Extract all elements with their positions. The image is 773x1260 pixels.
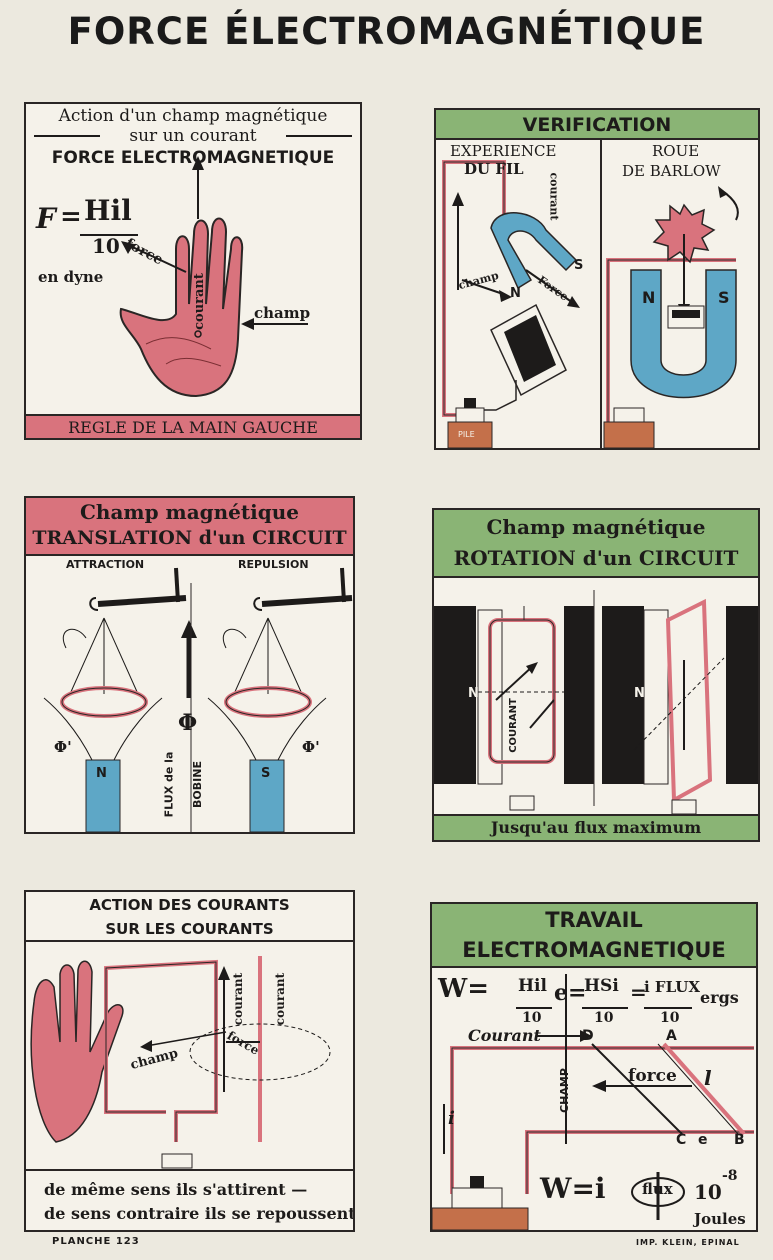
- flux-label: FLUX de la: [162, 751, 176, 818]
- formula-num1: Hil: [518, 976, 547, 996]
- phi-big-label: Φ: [178, 710, 198, 736]
- barlow-n-label: N: [642, 288, 656, 307]
- formula-numerator: Hil: [84, 194, 132, 227]
- attraction-label: ATTRACTION: [66, 558, 145, 571]
- left-hand-illustration: [34, 135, 352, 398]
- panel5-title-line2: SUR LES COURANTS: [105, 920, 274, 938]
- phi-left-label: Φ': [54, 738, 72, 756]
- panel-action-courants: ACTION DES COURANTS SUR LES COURANTS cou…: [24, 890, 355, 1232]
- rotation-illustration: [434, 590, 758, 815]
- courant2-label: courant: [273, 972, 288, 1026]
- translation-illustration: [43, 567, 353, 832]
- panel4-title-line1: Champ magnétique: [486, 515, 706, 539]
- panel3-title-line1: Champ magnétique: [80, 500, 299, 524]
- panel-rotation-circuit: Champ magnétique ROTATION d'un CIRCUIT N…: [432, 508, 760, 842]
- panel4-title-line2: ROTATION d'un CIRCUIT: [453, 546, 739, 570]
- panel5-footer-line1: de même sens ils s'attirent —: [44, 1180, 308, 1199]
- panel6-title-line1: TRAVAIL: [545, 908, 643, 932]
- panel1-footer: REGLE DE LA MAIN GAUCHE: [68, 418, 318, 437]
- du-fil-label: DU FIL: [464, 160, 524, 178]
- formula-W: W=: [438, 974, 489, 1004]
- bobine-label: BOBINE: [190, 761, 204, 808]
- label-A: A: [666, 1028, 677, 1044]
- unit-label: en dyne: [38, 268, 104, 286]
- magnet-n-label: N: [510, 286, 521, 301]
- formula-e: e=: [554, 980, 587, 1006]
- roue-label: ROUE: [652, 142, 700, 160]
- verification-illustration: [442, 140, 739, 448]
- champ-label: CHAMP: [557, 1068, 571, 1113]
- panel4-footer: Jusqu'au flux maximum: [490, 818, 702, 837]
- magnet-s-label: S: [261, 766, 271, 781]
- formula-den1: 10: [522, 1010, 542, 1026]
- panel-verification: VERIFICATION EXPERI: [434, 108, 760, 450]
- barlow-s-label: S: [718, 288, 730, 307]
- formula-num2: HSi: [584, 976, 619, 996]
- pile-label: PILE: [458, 430, 475, 439]
- magnet-s-label: S: [574, 258, 584, 273]
- panel6-header: TRAVAIL ELECTROMAGNETIQUE: [432, 904, 756, 968]
- page-title: FORCE ÉLECTROMAGNÉTIQUE: [67, 10, 706, 53]
- formula2-flux: flux: [642, 1180, 673, 1198]
- label-C: C: [676, 1132, 687, 1148]
- formula-eq2: =: [630, 980, 647, 1004]
- formula-denominator: 10: [92, 234, 120, 258]
- panel3-header: Champ magnétique TRANSLATION d'un CIRCUI…: [26, 498, 353, 556]
- formula2-W: W=i: [540, 1172, 606, 1205]
- travail-illustration: [432, 974, 754, 1230]
- label-D: D: [582, 1028, 594, 1044]
- experience-label: EXPERIENCE: [450, 142, 557, 160]
- footer-planche: PLANCHE 123: [52, 1236, 140, 1247]
- label-e: e: [698, 1132, 708, 1148]
- panel5-footer-line2: de sens contraire ils se repoussent: [44, 1204, 355, 1223]
- formula-den3: 10: [660, 1010, 680, 1026]
- magnet-n1-label: N: [468, 686, 479, 701]
- formula2-pow: 10: [694, 1180, 722, 1204]
- courant-label: COURANT: [507, 698, 519, 753]
- panel5-header: ACTION DES COURANTS SUR LES COURANTS: [26, 892, 353, 942]
- formula-num3: i FLUX: [644, 978, 701, 996]
- panel1-title-line1: Action d'un champ magnétique: [58, 106, 328, 126]
- formula-den2: 10: [594, 1010, 614, 1026]
- courant1-label: courant: [231, 972, 246, 1026]
- panel2-header: VERIFICATION: [436, 110, 758, 140]
- courant-label: courant: [191, 273, 207, 330]
- courant-label: courant: [547, 172, 561, 221]
- panel1-title-line2: sur un courant: [129, 126, 257, 146]
- formula-eq: =: [60, 202, 82, 232]
- formula2-exp: -8: [722, 1168, 738, 1184]
- phi-right-label: Φ': [302, 738, 320, 756]
- repulsion-label: REPULSION: [238, 558, 309, 571]
- panel1-footer-band: REGLE DE LA MAIN GAUCHE: [26, 414, 360, 438]
- formula2-unit: Joules: [694, 1210, 746, 1228]
- champ-label: champ: [254, 304, 311, 322]
- panel2-title: VERIFICATION: [522, 114, 672, 136]
- panel1-title-line3: FORCE ELECTROMAGNETIQUE: [51, 148, 335, 168]
- panel6-title-line2: ELECTROMAGNETIQUE: [462, 938, 726, 962]
- label-B: B: [734, 1132, 745, 1148]
- magnet-n2-label: N: [634, 686, 645, 701]
- panel4-header: Champ magnétique ROTATION d'un CIRCUIT: [434, 510, 758, 578]
- courant-label: Courant: [468, 1026, 541, 1045]
- magnet-n-label: N: [96, 766, 107, 781]
- formula-unit: ergs: [700, 988, 739, 1007]
- force-label: force: [628, 1066, 677, 1086]
- footer-imprimeur: IMP. KLEIN, EPINAL: [636, 1238, 740, 1247]
- panel-translation-circuit: Champ magnétique TRANSLATION d'un CIRCUI…: [24, 496, 355, 834]
- courants-illustration: [26, 956, 353, 1171]
- panel4-footer-band: Jusqu'au flux maximum: [434, 814, 758, 840]
- label-l: l: [704, 1066, 712, 1090]
- formula-F: F: [36, 202, 56, 235]
- panel-travail-electromagnetique: TRAVAIL ELECTROMAGNETIQUE W= Hil 10 e= H…: [430, 902, 758, 1232]
- panel5-title-line1: ACTION DES COURANTS: [89, 896, 290, 914]
- label-i: i: [448, 1108, 455, 1129]
- panel3-title-line2: TRANSLATION d'un CIRCUIT: [32, 527, 347, 549]
- panel-force-electromagnetique: Action d'un champ magnétique sur un cour…: [24, 102, 362, 440]
- barlow-label: DE BARLOW: [622, 162, 721, 180]
